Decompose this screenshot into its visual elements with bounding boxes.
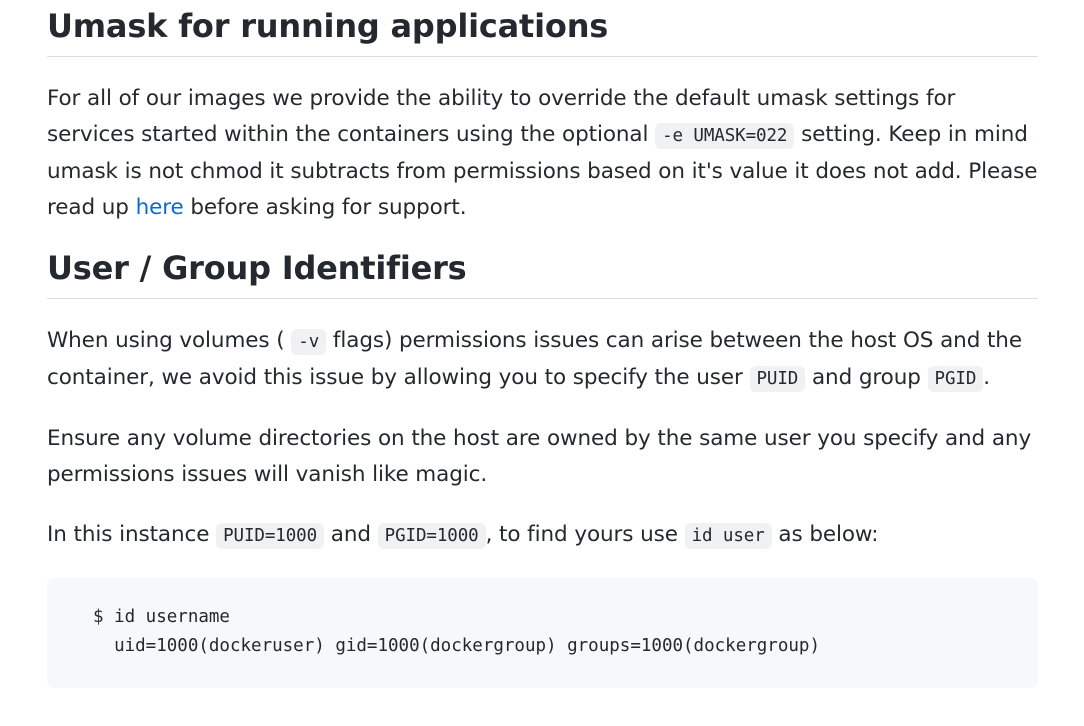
volume-flag-code: -v: [291, 329, 327, 355]
umask-text-2: setting. Keep in mind umask is not chmod…: [47, 122, 1038, 220]
ids-heading: User / Group Identifiers: [47, 248, 1038, 299]
readme-content: Umask for running applications For all o…: [47, 0, 1038, 688]
umask-here-link[interactable]: here: [135, 195, 184, 220]
ids-paragraph-3: In this instance PUID=1000 and PGID=1000…: [47, 517, 1038, 554]
puid-value-code: PUID=1000: [216, 523, 325, 549]
code-line-output: uid=1000(dockeruser) gid=1000(dockergrou…: [93, 636, 820, 656]
ids-text-1d: .: [983, 365, 991, 390]
id-user-code: id user: [684, 523, 772, 549]
umask-code: -e UMASK=022: [655, 123, 795, 149]
ids-text-3a: In this instance: [47, 522, 217, 547]
umask-text-1: For all of our images we provide the abi…: [47, 86, 956, 147]
ids-text-1a: When using volumes (: [47, 328, 292, 353]
umask-heading: Umask for running applications: [47, 0, 1038, 57]
ids-text-3b: and: [324, 522, 378, 547]
ids-paragraph-2: Ensure any volume directories on the hos…: [47, 426, 1032, 487]
code-line-command: $ id username: [93, 607, 230, 627]
ids-paragraph-1: When using volumes ( -v flags) permissio…: [47, 323, 1038, 397]
ids-text-1b: flags) permissions issues can arise betw…: [47, 328, 1022, 390]
puid-code: PUID: [749, 366, 806, 392]
pgid-value-code: PGID=1000: [377, 523, 486, 549]
umask-text-3: before asking for support.: [183, 195, 467, 220]
umask-paragraph: For all of our images we provide the abi…: [47, 81, 1038, 226]
pgid-code: PGID: [927, 366, 984, 392]
code-block: $ id username uid=1000(dockeruser) gid=1…: [47, 578, 1038, 688]
ids-text-3c: , to find yours use: [485, 522, 685, 547]
ids-text-3d: as below:: [771, 522, 879, 547]
ids-text-1c: and group: [805, 365, 928, 390]
